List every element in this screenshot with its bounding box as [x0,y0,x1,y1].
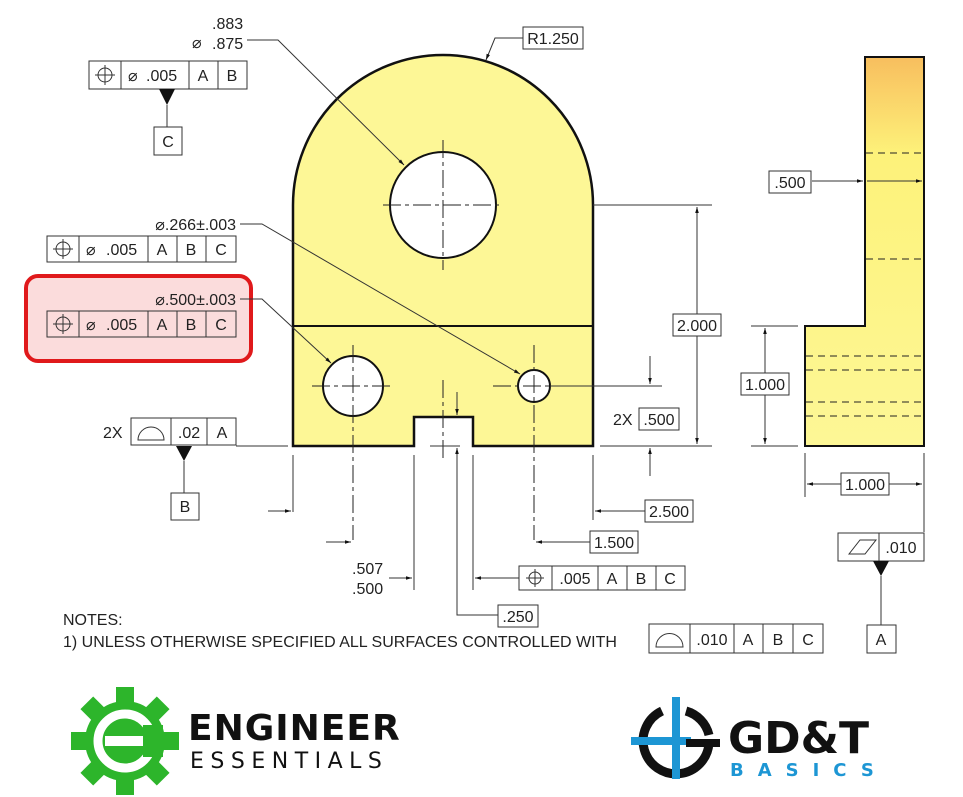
flatness-fcf-datum-a: .010 A [837,532,925,654]
engineer-essentials-logo: ENGINEER ESSENTIALS [71,687,401,795]
notes-title: NOTES: [63,612,123,629]
svg-text:.005: .005 [146,68,177,85]
svg-text:.010: .010 [885,540,916,557]
svg-text:A: A [198,68,209,85]
medium-hole-fcf: ⌀ .005 A B C [46,310,237,338]
large-hole-dia-upper: .883 [212,16,243,33]
highlight-box [24,274,253,363]
datum-b: B [180,499,191,516]
svg-text:BASICS: BASICS [730,760,888,781]
svg-text:A: A [157,317,168,334]
dim-2x-label: 2X [613,412,633,429]
dia-symbol: ⌀ [192,35,202,52]
svg-text:C: C [664,571,676,588]
large-hole-fcf: ⌀ .005 A B C [88,60,248,156]
svg-text:C: C [215,317,227,334]
datum-a: A [876,632,887,649]
small-hole-size: ⌀.266±.003 [155,217,236,234]
profile-fcf-datum-b: 2X .02 A B [103,417,288,521]
svg-text:A: A [607,571,618,588]
datum-c: C [162,134,174,151]
svg-text:B: B [227,68,238,85]
svg-text:⌀: ⌀ [86,242,96,259]
radius-label: R1.250 [527,31,579,48]
gear-icon [71,687,179,795]
dim-1500: 1.500 [594,535,634,552]
svg-text:B: B [186,242,197,259]
svg-text:2X: 2X [103,425,123,442]
svg-text:.005: .005 [106,242,137,259]
svg-text:ESSENTIALS: ESSENTIALS [190,749,388,774]
dim-slot-upper: .507 [352,561,383,578]
svg-text:A: A [743,632,754,649]
svg-text:ENGINEER: ENGINEER [188,708,401,749]
dim-thickness: .500 [774,175,805,192]
svg-text:.005: .005 [559,571,590,588]
dim-hole-height: .500 [643,412,674,429]
svg-text:C: C [215,242,227,259]
svg-text:⌀: ⌀ [86,317,96,334]
small-hole-fcf: ⌀ .005 A B C [46,235,237,263]
dim-2500: 2.500 [649,504,689,521]
crosshair-icon [631,697,720,779]
slot-fcf: .005 A B C [518,565,686,591]
svg-text:A: A [217,425,228,442]
side-view-part [804,56,925,447]
svg-text:⌀: ⌀ [128,68,138,85]
svg-text:B: B [773,632,784,649]
dim-2000: 2.000 [677,318,717,335]
notes-fcf: .010 A B C [648,623,824,654]
svg-text:GD&T: GD&T [728,713,869,764]
dim-step-height: 1.000 [745,377,785,394]
dim-slot-lower: .500 [352,581,383,598]
dim-base-width: 1.000 [845,477,885,494]
gdt-basics-logo: GD&T BASICS [631,697,888,781]
svg-text:.005: .005 [106,317,137,334]
large-hole-dia-lower: .875 [212,36,243,53]
medium-hole-size: ⌀.500±.003 [155,292,236,309]
svg-text:C: C [802,632,814,649]
svg-text:B: B [186,317,197,334]
svg-text:.02: .02 [178,425,200,442]
notes-line1: 1) UNLESS OTHERWISE SPECIFIED ALL SURFAC… [63,634,617,651]
svg-text:.010: .010 [696,632,727,649]
svg-text:A: A [157,242,168,259]
svg-text:B: B [636,571,647,588]
dim-slot-depth: .250 [502,609,533,626]
